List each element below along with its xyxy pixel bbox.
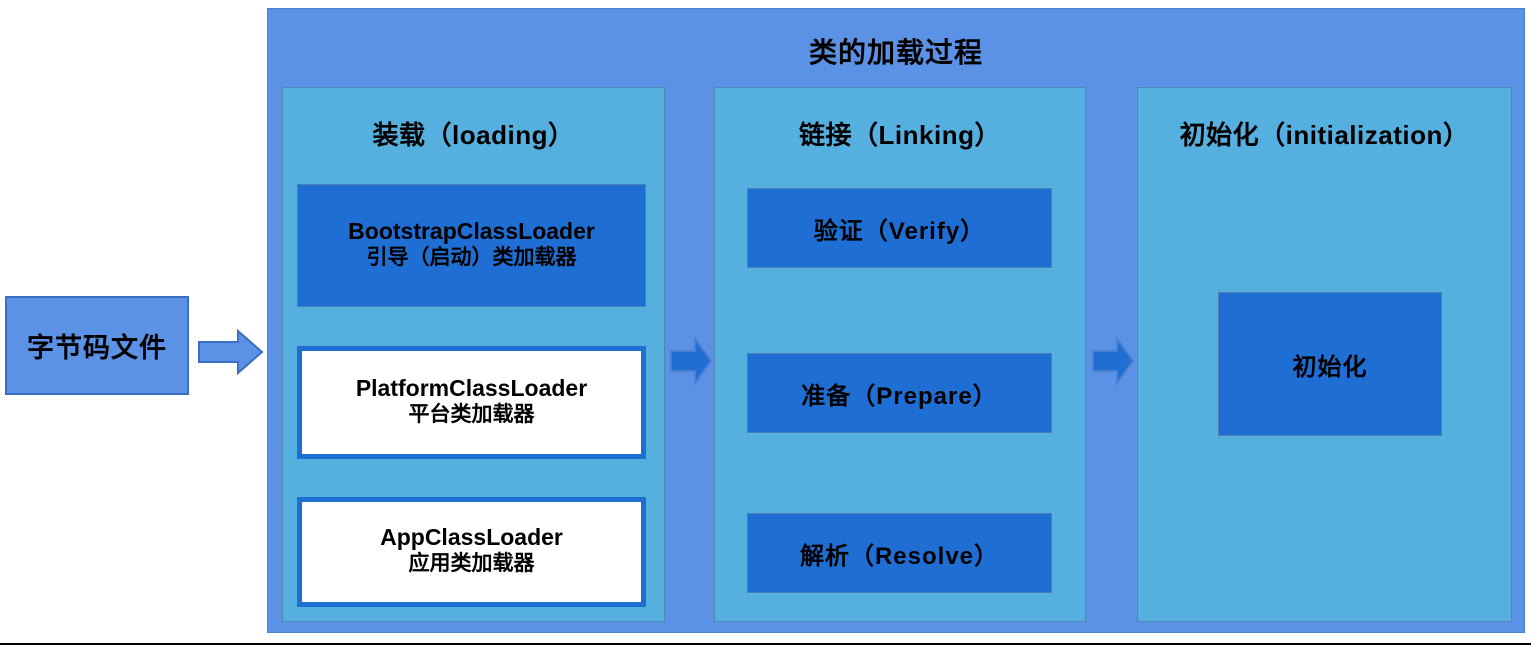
classloader-box-app: AppClassLoader 应用类加载器 bbox=[297, 497, 646, 607]
bottom-divider bbox=[0, 643, 1531, 645]
phase-title-linking: 链接（Linking） bbox=[799, 120, 1001, 150]
classloader-box-bootstrap: BootstrapClassLoader 引导（启动）类加载器 bbox=[297, 184, 646, 307]
linking-step-prepare: 准备（Prepare） bbox=[747, 353, 1052, 433]
class-loading-process-panel: 类的加载过程 装载（loading） BootstrapClassLoader … bbox=[267, 8, 1525, 633]
initialization-step-box: 初始化 bbox=[1218, 292, 1442, 436]
classloader-platform-name: PlatformClassLoader bbox=[355, 374, 588, 401]
phase-column-initialization: 初始化（initialization） 初始化 bbox=[1137, 87, 1512, 622]
phase-column-linking: 链接（Linking） 验证（Verify） 准备（Prepare） 解析（Re… bbox=[714, 87, 1086, 622]
initialization-step-label: 初始化 bbox=[1292, 353, 1368, 381]
phase-title-initialization: 初始化（initialization） bbox=[1179, 120, 1470, 150]
classloader-bootstrap-name: BootstrapClassLoader bbox=[348, 217, 595, 244]
bytecode-file-label: 字节码文件 bbox=[27, 333, 167, 363]
page-title: 类的加载过程 bbox=[808, 37, 983, 68]
classloader-app-desc: 应用类加载器 bbox=[408, 552, 535, 576]
arrow-linking-to-init bbox=[1092, 335, 1135, 387]
linking-step-resolve-label: 解析（Resolve） bbox=[799, 542, 1000, 570]
bytecode-file-box: 字节码文件 bbox=[5, 296, 189, 395]
classloader-platform-desc: 平台类加载器 bbox=[408, 402, 535, 426]
arrow-loading-to-linking bbox=[670, 335, 713, 387]
linking-step-verify: 验证（Verify） bbox=[747, 188, 1052, 268]
classloader-app-name: AppClassLoader bbox=[380, 524, 563, 551]
linking-step-resolve: 解析（Resolve） bbox=[747, 513, 1052, 593]
arrow-source-to-loading bbox=[198, 329, 264, 375]
phase-column-loading: 装载（loading） BootstrapClassLoader 引导（启动）类… bbox=[282, 87, 665, 622]
phase-title-loading: 装载（loading） bbox=[372, 120, 575, 150]
classloader-bootstrap-desc: 引导（启动）类加载器 bbox=[366, 245, 577, 269]
linking-step-prepare-label: 准备（Prepare） bbox=[801, 382, 998, 410]
linking-step-verify-label: 验证（Verify） bbox=[813, 217, 986, 245]
classloader-box-platform: PlatformClassLoader 平台类加载器 bbox=[297, 346, 646, 459]
